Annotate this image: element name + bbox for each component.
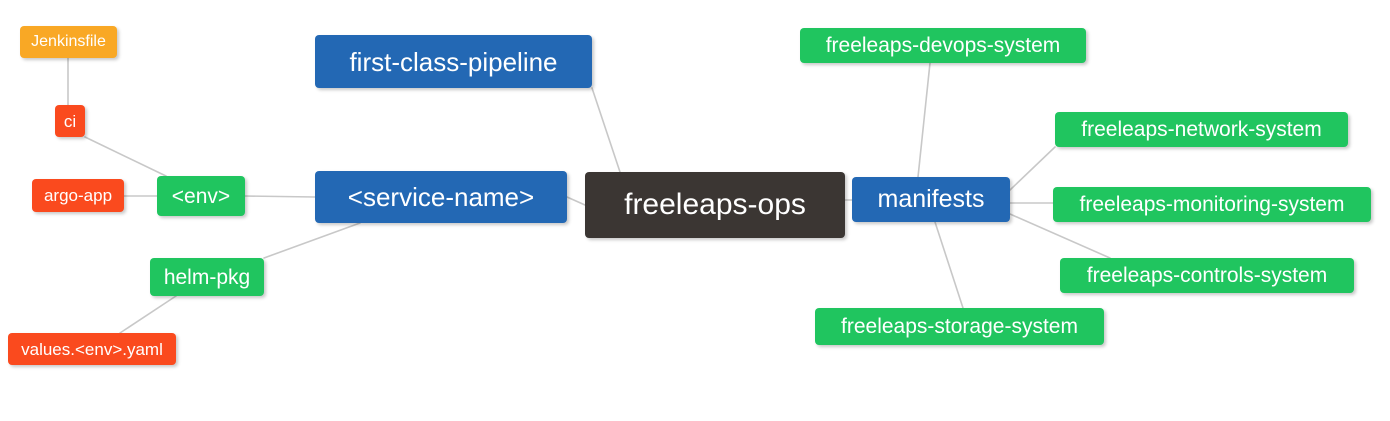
node-argo-app[interactable]: argo-app	[32, 179, 124, 212]
node-freeleaps-network-system[interactable]: freeleaps-network-system	[1055, 112, 1348, 147]
node-env[interactable]: <env>	[157, 176, 245, 216]
edge-manifests-to-freeleaps-storage-system	[934, 221, 964, 309]
node-helm-pkg[interactable]: helm-pkg	[150, 258, 264, 296]
node-service-name[interactable]: <service-name>	[315, 171, 567, 223]
node-freeleaps-devops-system[interactable]: freeleaps-devops-system	[800, 28, 1086, 63]
edge-service-name-to-helm-pkg	[263, 222, 361, 259]
node-freeleaps-monitoring-system[interactable]: freeleaps-monitoring-system	[1053, 187, 1371, 222]
node-jenkinsfile[interactable]: Jenkinsfile	[20, 26, 117, 58]
node-ci[interactable]: ci	[55, 105, 85, 137]
node-freeleaps-storage-system[interactable]: freeleaps-storage-system	[815, 308, 1104, 345]
node-first-class-pipeline[interactable]: first-class-pipeline	[315, 35, 592, 88]
edge-service-name-to-env	[244, 195, 316, 198]
edge-helm-pkg-to-values-env-yaml	[119, 295, 177, 334]
edge-env-to-ci	[84, 136, 167, 177]
node-freeleaps-ops[interactable]: freeleaps-ops	[585, 172, 845, 238]
node-freeleaps-controls-system[interactable]: freeleaps-controls-system	[1060, 258, 1354, 293]
edge-manifests-to-freeleaps-devops-system	[917, 62, 931, 178]
edge-manifests-to-freeleaps-network-system	[1009, 146, 1056, 191]
node-manifests[interactable]: manifests	[852, 177, 1010, 222]
edge-freeleaps-ops-to-first-class-pipeline	[591, 87, 621, 173]
edge-freeleaps-ops-to-service-name	[566, 196, 586, 206]
node-values-env-yaml[interactable]: values.<env>.yaml	[8, 333, 176, 365]
